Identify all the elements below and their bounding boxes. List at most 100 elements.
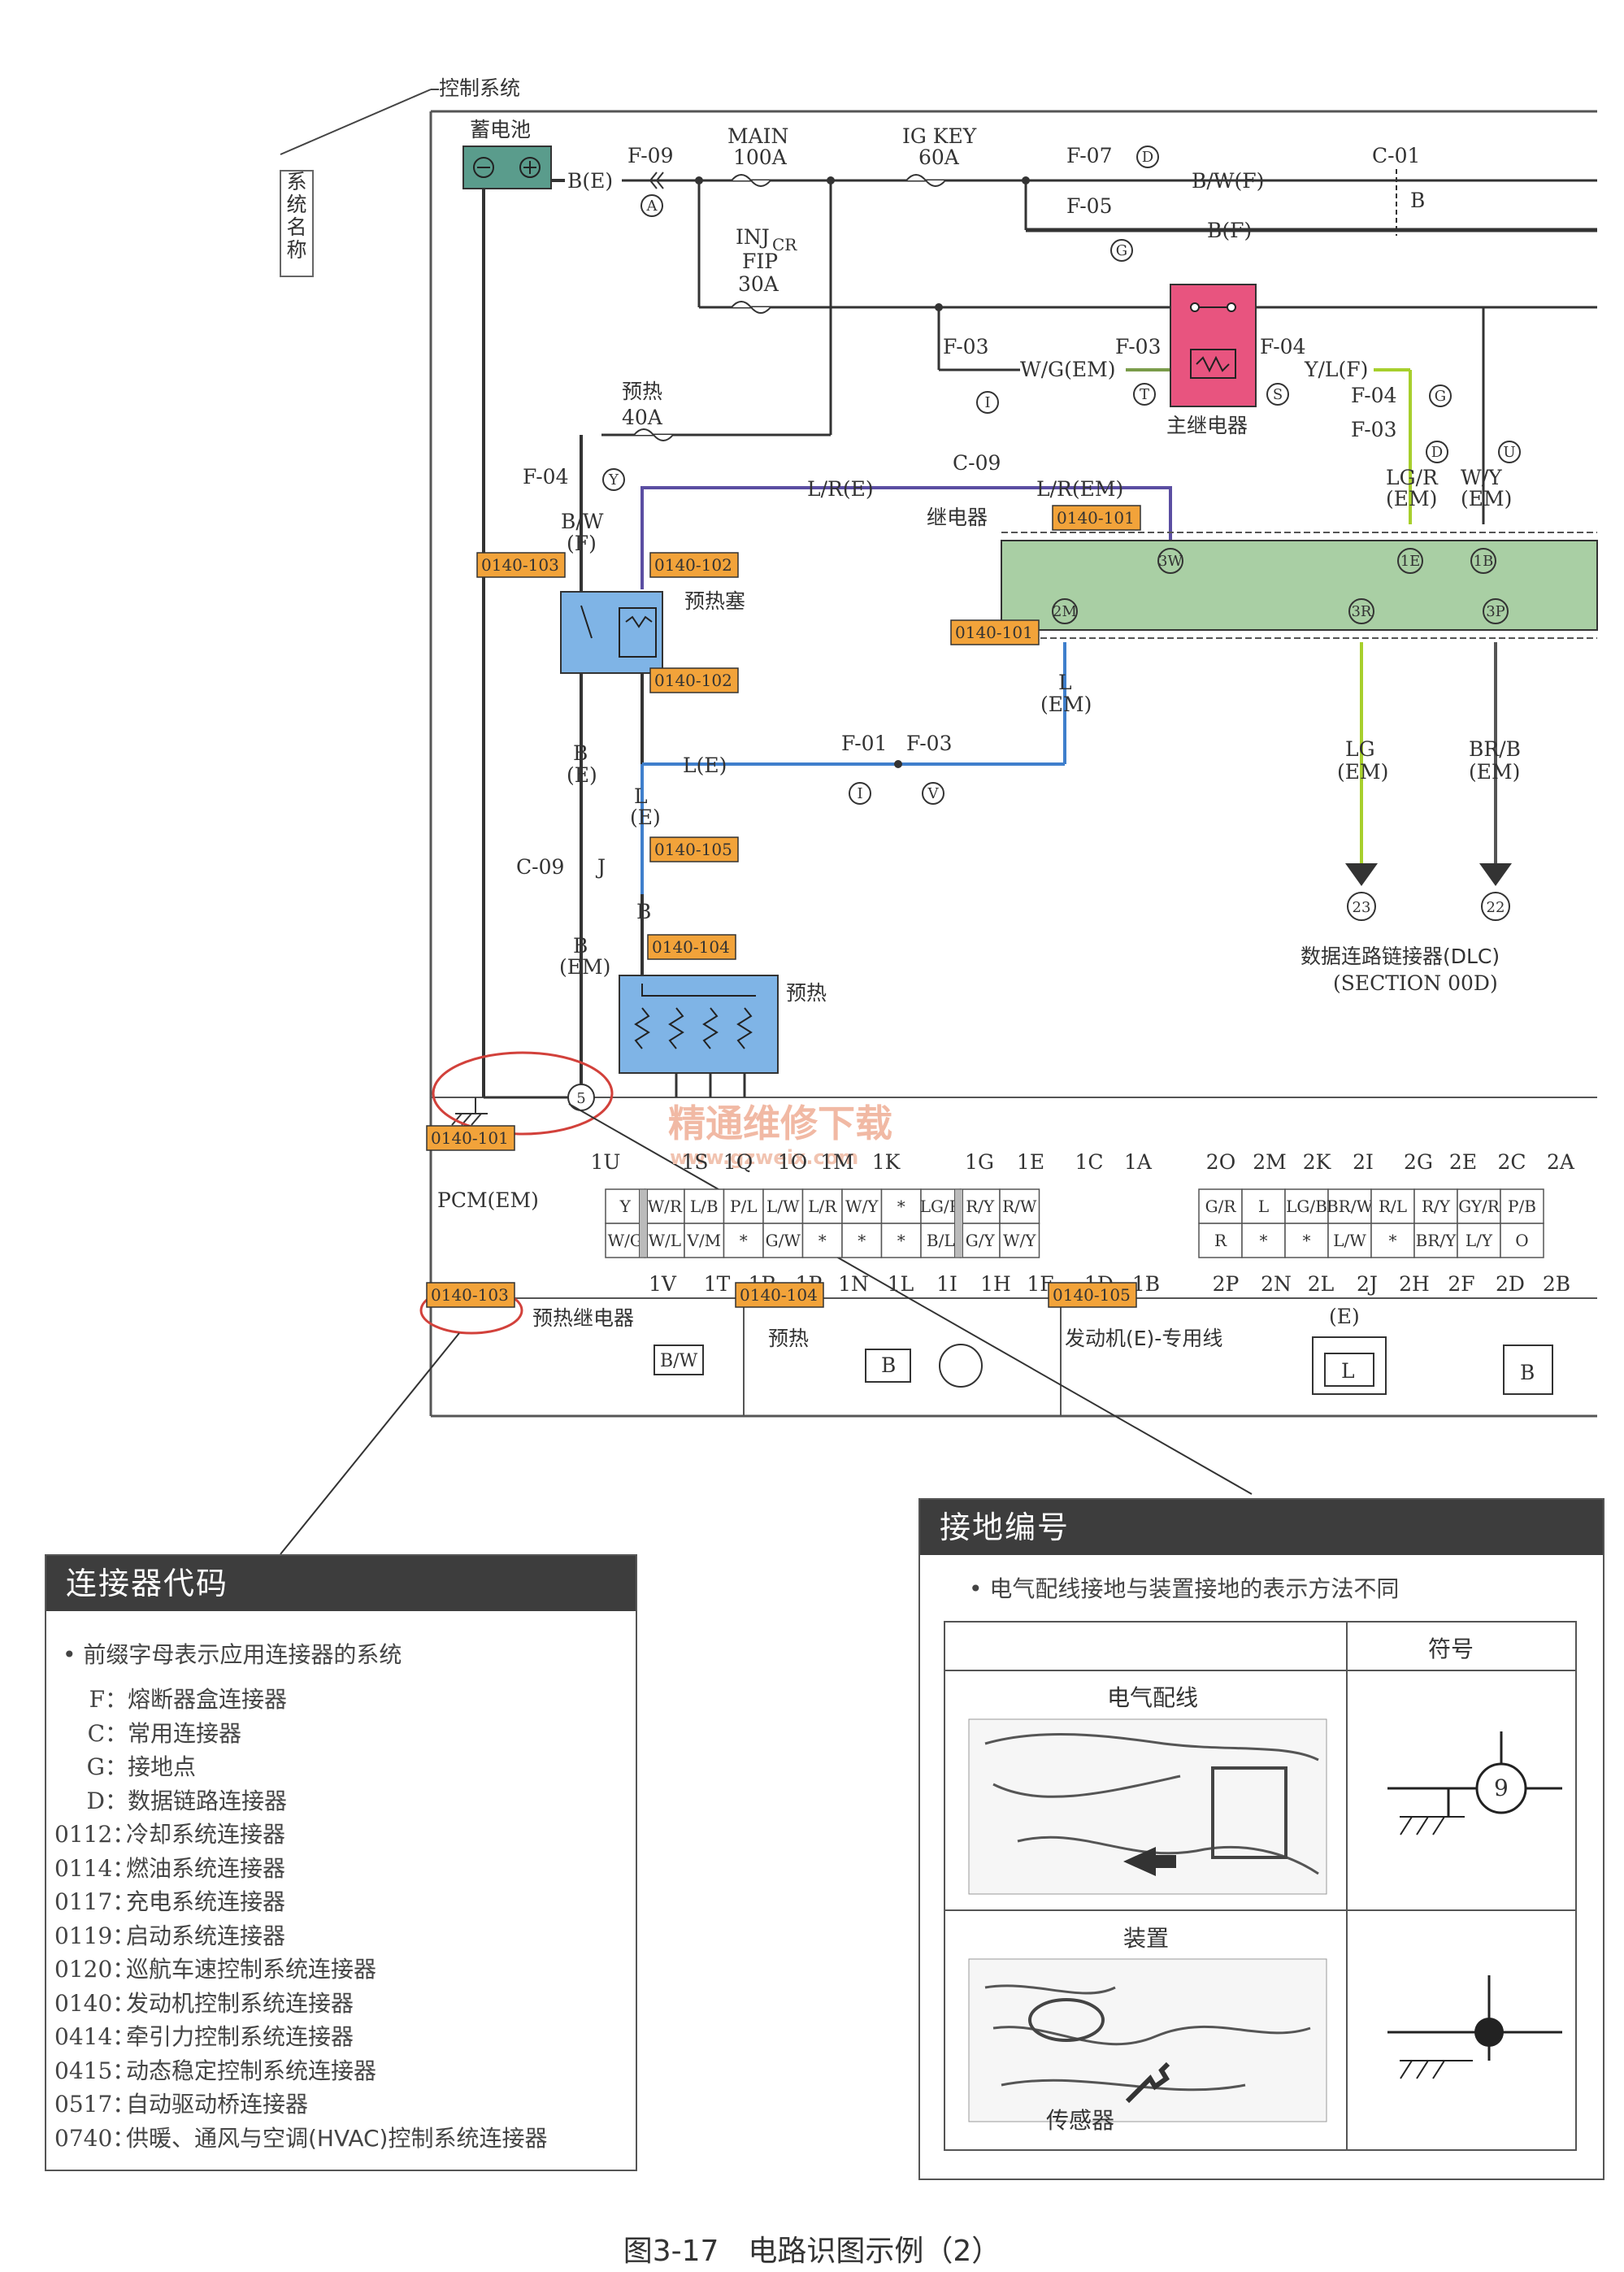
pcm-top-pin: 1S xyxy=(681,1150,708,1174)
wire-label-b-2: B xyxy=(636,900,651,923)
connector-code-value: 熔断器盒连接器 xyxy=(128,1686,288,1713)
connector-tag-text: 0140-101 xyxy=(955,623,1033,642)
pcm-bottom-pin: 1L xyxy=(888,1272,914,1296)
row-device-label: 装置 xyxy=(1123,1925,1170,1952)
pcm-cell: L/R xyxy=(808,1197,837,1216)
pcm-cell: BR/Y xyxy=(1416,1231,1457,1250)
pcm-bottom-pin: 1V xyxy=(649,1272,677,1296)
pcm-cell: W/Y xyxy=(1003,1231,1036,1250)
pcm-top-pin: 1K xyxy=(872,1150,901,1174)
connector-c01: C-01 xyxy=(1372,144,1420,167)
pin-3p: 3P xyxy=(1486,603,1505,620)
connector-tag-text: 0140-101 xyxy=(1057,508,1135,528)
pcm-bottom-pin: 1N xyxy=(838,1272,869,1296)
connector-code-key: 0740： xyxy=(54,2124,136,2152)
connector-105-b: B xyxy=(1520,1361,1535,1384)
connector-c09-b: C-09 xyxy=(516,855,564,879)
pcm-cell: O xyxy=(1515,1231,1528,1250)
pcm-cell: * xyxy=(740,1231,748,1250)
connector-code-value: 燃油系统连接器 xyxy=(126,1854,286,1882)
pin-2m: 2M xyxy=(1053,603,1077,620)
connector-tag-text: 0140-104 xyxy=(652,937,730,957)
connector-c09-a: C-09 xyxy=(953,451,1001,475)
connector-codes-title: 连接器代码 xyxy=(46,1556,636,1611)
connector-tag xyxy=(649,667,739,693)
connector-f03-c: F-03 xyxy=(1351,418,1396,441)
pcm-top-pin: 2C xyxy=(1497,1150,1526,1174)
fuse-inj-sub: CR xyxy=(772,235,797,254)
connector-code-item: F：熔断器盒连接器 xyxy=(54,1682,287,1714)
pcm-top-pin: 2I xyxy=(1353,1150,1374,1174)
pcm-cell: * xyxy=(1260,1231,1268,1250)
pcm-cell: L xyxy=(1258,1197,1269,1216)
glow-plug-label: 预热塞 xyxy=(684,589,745,613)
pcm-top-pin: 1Q xyxy=(723,1150,753,1174)
connector-code-key: 0112： xyxy=(54,1821,136,1848)
pcm-cell: B/L xyxy=(927,1231,955,1250)
node-a: A xyxy=(646,198,658,215)
ground-numbers-box: 接地编号 • 电气配线接地与装置接地的表示方法不同 符号 电气配线 装置 9 传… xyxy=(918,1498,1604,2180)
connector-105-label: 发动机(E)-专用线 xyxy=(1065,1327,1222,1350)
wire-label-em-4: (EM) xyxy=(1469,760,1520,784)
watermark-cn: 精通维修下载 xyxy=(668,1101,892,1145)
dlc-label: 数据连路链接器(DLC) xyxy=(1301,945,1500,968)
pcm-cell: G/R xyxy=(1205,1197,1237,1216)
wire-label-b-e: B(E) xyxy=(567,169,613,193)
pcm-bottom-pin: 2D xyxy=(1496,1272,1525,1296)
wire-label-em-6: (EM) xyxy=(559,955,610,979)
wire-label-em-5: (EM) xyxy=(1040,693,1092,716)
pcm-top-pin: 2E xyxy=(1449,1150,1477,1174)
fuse-fip-amps: 30A xyxy=(738,272,779,296)
wire-label-wg-em: W/G(EM) xyxy=(1020,358,1115,381)
connector-tag-text: 0140-103 xyxy=(481,555,559,575)
pcm-cell: R/W xyxy=(1002,1197,1037,1216)
wire-label-l-2: L xyxy=(1058,671,1072,694)
connector-f03-b: F-03 xyxy=(1115,335,1161,358)
wire-label-e-1: (E) xyxy=(567,763,597,787)
connector-code-value: 发动机控制系统连接器 xyxy=(126,1989,354,2017)
connector-tag xyxy=(426,1125,515,1151)
wire-label-brb: BR/B xyxy=(1469,737,1521,761)
watermark-url: www.gzweix.com xyxy=(670,1146,858,1169)
pcm-top-pin: 2M xyxy=(1253,1150,1287,1174)
pcm-cell: LG/B xyxy=(1286,1197,1327,1216)
connector-tag-text: 0140-101 xyxy=(431,1128,509,1148)
pcm-cell: W/Y xyxy=(845,1197,879,1216)
pin-3w: 3W xyxy=(1158,553,1183,570)
pcm-bottom-pin: 1I xyxy=(936,1272,957,1296)
pcm-cell: * xyxy=(858,1231,866,1250)
ground-numbers-note: • 电气配线接地与装置接地的表示方法不同 xyxy=(969,1575,1400,1602)
fuse-igkey-amps: 60A xyxy=(918,146,960,169)
connector-code-key: 0117： xyxy=(54,1888,136,1915)
fuse-igkey-icon xyxy=(905,174,946,187)
pcm-cell: W/G xyxy=(608,1231,643,1250)
connector-f07: F-07 xyxy=(1066,144,1112,167)
connector-code-value: 牵引力控制系统连接器 xyxy=(126,2023,354,2050)
node-g: G xyxy=(1116,242,1127,259)
connector-code-value: 动态稳定控制系统连接器 xyxy=(126,2057,377,2084)
wire-label-lg: LG xyxy=(1345,737,1375,761)
wire-label-bw-f: B/W(F) xyxy=(1192,169,1264,193)
wire-label-em-2: (EM) xyxy=(1461,487,1512,510)
connector-tag xyxy=(426,1282,515,1308)
connector-code-key: 0120： xyxy=(54,1956,136,1983)
fuse-main-amps: 100A xyxy=(733,146,788,169)
system-title: 控制系统 xyxy=(439,76,520,100)
connector-code-item: 0120：巡航车速控制系统连接器 xyxy=(54,1952,376,1984)
dlc-section: (SECTION 00D) xyxy=(1333,971,1498,995)
pcm-top-pin: 2O xyxy=(1206,1150,1235,1174)
connector-code-key: G： xyxy=(86,1753,128,1780)
pcm-cell: G/Y xyxy=(966,1231,996,1250)
main-relay-box xyxy=(1170,284,1257,407)
connector-code-value: 供暖、通风与空调(HVAC)控制系统连接器 xyxy=(126,2124,548,2152)
connector-tag-text: 0140-103 xyxy=(431,1285,509,1305)
connector-code-key: 0140： xyxy=(54,1989,136,2017)
connector-tag xyxy=(950,619,1040,645)
ground-numbers-table xyxy=(944,1621,1577,2151)
pcm-label: PCM(EM) xyxy=(437,1188,539,1212)
pcm-bottom-pin: 2L xyxy=(1308,1272,1335,1296)
pcm-top-pin: 1M xyxy=(820,1150,854,1174)
wire-label-lgr: LG/R xyxy=(1386,466,1439,489)
